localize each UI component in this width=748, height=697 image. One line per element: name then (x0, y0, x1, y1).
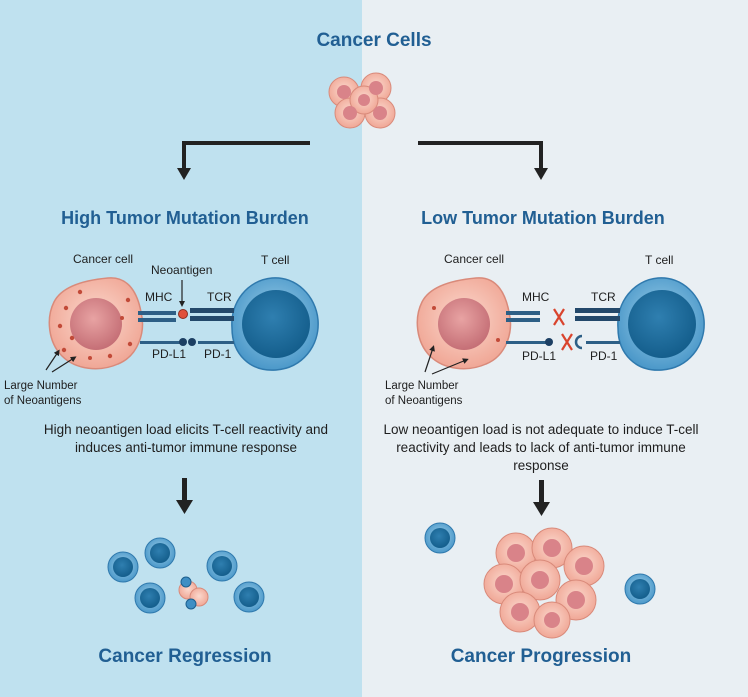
left-mhc-label: MHC (145, 290, 173, 304)
right-large-number-label: Large Number (385, 380, 459, 392)
cancer-cell-cluster-top (328, 72, 396, 129)
down-arrow-right (533, 480, 550, 516)
mhc-tcr-complex-right (506, 308, 620, 351)
branch-arrow-left (177, 141, 310, 180)
left-cancer-cell-label: Cancer cell (73, 252, 134, 266)
right-pdl1-label: PD-L1 (522, 349, 557, 363)
t-cells-regression (107, 537, 265, 614)
left-large-number-label: Large Number (4, 380, 78, 392)
left-neoantigens-label: of Neoantigens (4, 395, 82, 407)
cancer-cell-right (416, 277, 512, 370)
outcome-regression: Cancer Regression (98, 646, 272, 667)
t-cells-progression (424, 522, 656, 605)
right-cancer-cell-label: Cancer cell (444, 252, 505, 266)
right-neoantigens-label: of Neoantigens (385, 395, 463, 407)
right-mhc-label: MHC (522, 290, 550, 304)
small-cancer-cell (178, 576, 209, 610)
right-pd1-label: PD-1 (590, 349, 618, 363)
left-heading: High Tumor Mutation Burden (61, 208, 309, 228)
t-cell-right (617, 277, 705, 371)
t-cell-left (231, 277, 319, 371)
cancer-cell-left (48, 277, 144, 370)
left-t-cell-label: T cell (261, 253, 290, 267)
annotation-arrows-right (424, 345, 469, 375)
mhc-tcr-complex-left (138, 308, 234, 346)
right-t-cell-label: T cell (645, 253, 674, 267)
annotation-arrows-left (45, 280, 185, 373)
left-tcr-label: TCR (207, 290, 232, 304)
right-heading: Low Tumor Mutation Burden (421, 208, 665, 228)
down-arrow-left (176, 478, 193, 514)
top-title: Cancer Cells (316, 30, 432, 51)
outcome-progression: Cancer Progression (450, 646, 632, 667)
left-description: High neoantigen load elicits T-cell reac… (43, 422, 329, 455)
right-description: Low neoantigen load is not adequate to i… (383, 422, 699, 473)
neoantigen-label: Neoantigen (151, 263, 213, 277)
left-pdl1-label: PD-L1 (152, 347, 187, 361)
right-tcr-label: TCR (591, 290, 616, 304)
large-cancer-cluster (483, 527, 605, 639)
branch-arrow-right (418, 141, 548, 180)
left-pd1-label: PD-1 (204, 347, 232, 361)
